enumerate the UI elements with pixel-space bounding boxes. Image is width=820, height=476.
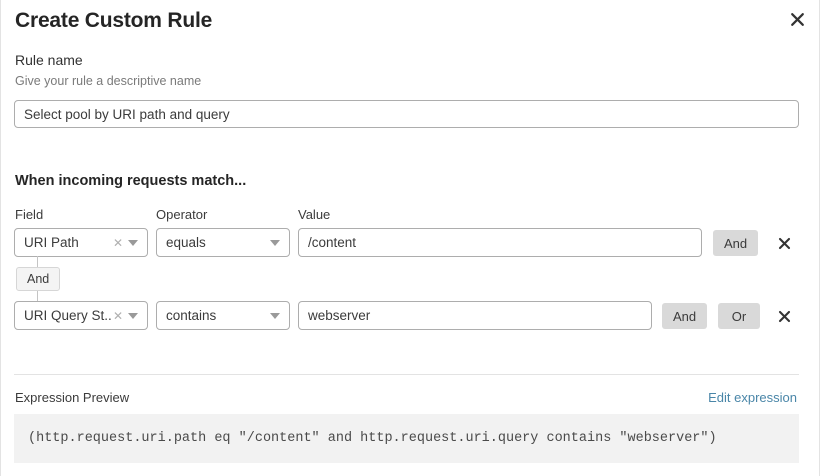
and-button-row-1[interactable]: And: [713, 230, 759, 256]
dialog-title: Create Custom Rule: [15, 9, 213, 32]
field-select-row-1[interactable]: URI Path ✕: [14, 228, 148, 257]
rule-name-input[interactable]: [14, 100, 799, 128]
expression-preview-label: Expression Preview: [15, 390, 130, 405]
section-divider: [14, 374, 799, 375]
clear-x-icon[interactable]: ✕: [112, 235, 123, 250]
close-icon[interactable]: [784, 6, 810, 32]
chevron-down-icon[interactable]: [128, 239, 138, 246]
field-select-row-1-value: URI Path: [24, 235, 79, 250]
chevron-down-icon[interactable]: [270, 312, 280, 319]
field-select-row-2[interactable]: URI Query St... ✕: [14, 301, 148, 330]
remove-condition-row-2[interactable]: [773, 305, 795, 327]
or-button-row-2[interactable]: Or: [718, 303, 760, 329]
column-header-operator: Operator: [156, 207, 208, 222]
and-button-row-2[interactable]: And: [662, 303, 708, 329]
operator-select-row-1[interactable]: equals: [156, 228, 290, 257]
remove-condition-row-1[interactable]: [773, 232, 795, 254]
expression-preview-code: (http.request.uri.path eq "/content" and…: [28, 431, 717, 446]
edit-expression-link[interactable]: Edit expression: [708, 390, 797, 405]
operator-select-row-2-value: contains: [166, 308, 217, 323]
clear-x-icon[interactable]: ✕: [112, 308, 123, 323]
value-input-row-2[interactable]: [298, 301, 652, 330]
column-header-value: Value: [298, 207, 331, 222]
operator-select-row-2[interactable]: contains: [156, 301, 290, 330]
expression-preview-box: (http.request.uri.path eq "/content" and…: [14, 414, 799, 463]
chevron-down-icon[interactable]: [270, 239, 280, 246]
rule-name-hint: Give your rule a descriptive name: [15, 74, 202, 88]
column-header-field: Field: [15, 207, 44, 222]
rule-name-label: Rule name: [15, 52, 83, 68]
chevron-down-icon[interactable]: [128, 312, 138, 319]
group-logic-badge-and[interactable]: And: [16, 267, 61, 291]
match-section-heading: When incoming requests match...: [15, 173, 247, 189]
field-select-row-2-value: URI Query St...: [24, 308, 111, 323]
value-input-row-1[interactable]: [298, 228, 702, 257]
operator-select-row-1-value: equals: [166, 235, 206, 250]
